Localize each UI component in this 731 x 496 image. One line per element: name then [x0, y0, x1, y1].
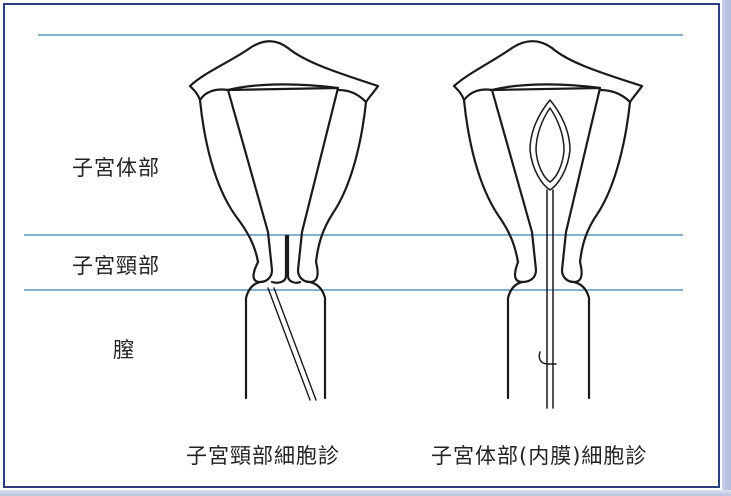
- vagina-left-wall-r: [310, 282, 325, 398]
- uterus-left-outer-wall-l: [200, 100, 258, 262]
- label-uterine-body: 子宮体部: [72, 152, 160, 182]
- uterus-left-horn-l: [190, 86, 228, 100]
- uterus-right-horn-r: [600, 86, 642, 102]
- uterus-right-cervix-r: [562, 232, 582, 282]
- uterus-left-canal-l: [272, 236, 286, 283]
- uterus-right-horn-l: [454, 86, 492, 100]
- uterus-left: [190, 41, 378, 400]
- caption-cervical-cytology: 子宮頸部細胞診: [186, 440, 340, 470]
- sampler-shaft: [547, 190, 553, 408]
- cervical-brush: [268, 288, 310, 400]
- uterus-right-cervix-l: [515, 232, 536, 282]
- uterus-left-horn-r: [338, 86, 378, 102]
- label-vagina: 膣: [113, 334, 135, 364]
- caption-endometrial-cytology: 子宮体部(内膜)細胞診: [431, 440, 647, 470]
- label-cervix: 子宮頸部: [72, 250, 160, 280]
- uterus-left-cervix-r: [298, 232, 318, 282]
- vagina-right-wall-r: [574, 282, 589, 398]
- vagina-left-wall-l: [246, 282, 260, 398]
- cervical-brush-edge: [274, 288, 316, 400]
- uterus-left-cavity: [228, 88, 338, 232]
- uterus-right-outer-wall-l: [464, 100, 518, 262]
- uterus-left-outer-wall-r: [316, 102, 366, 262]
- uterus-right: [454, 41, 642, 398]
- uterus-left-fundus: [190, 41, 378, 86]
- uterus-right-outer-wall-r: [580, 102, 630, 262]
- uterus-right-fundus: [454, 41, 642, 86]
- uterus-right-cavity: [492, 88, 600, 232]
- sampler-loop-inner: [536, 108, 564, 182]
- vagina-right-wall-l: [508, 282, 522, 398]
